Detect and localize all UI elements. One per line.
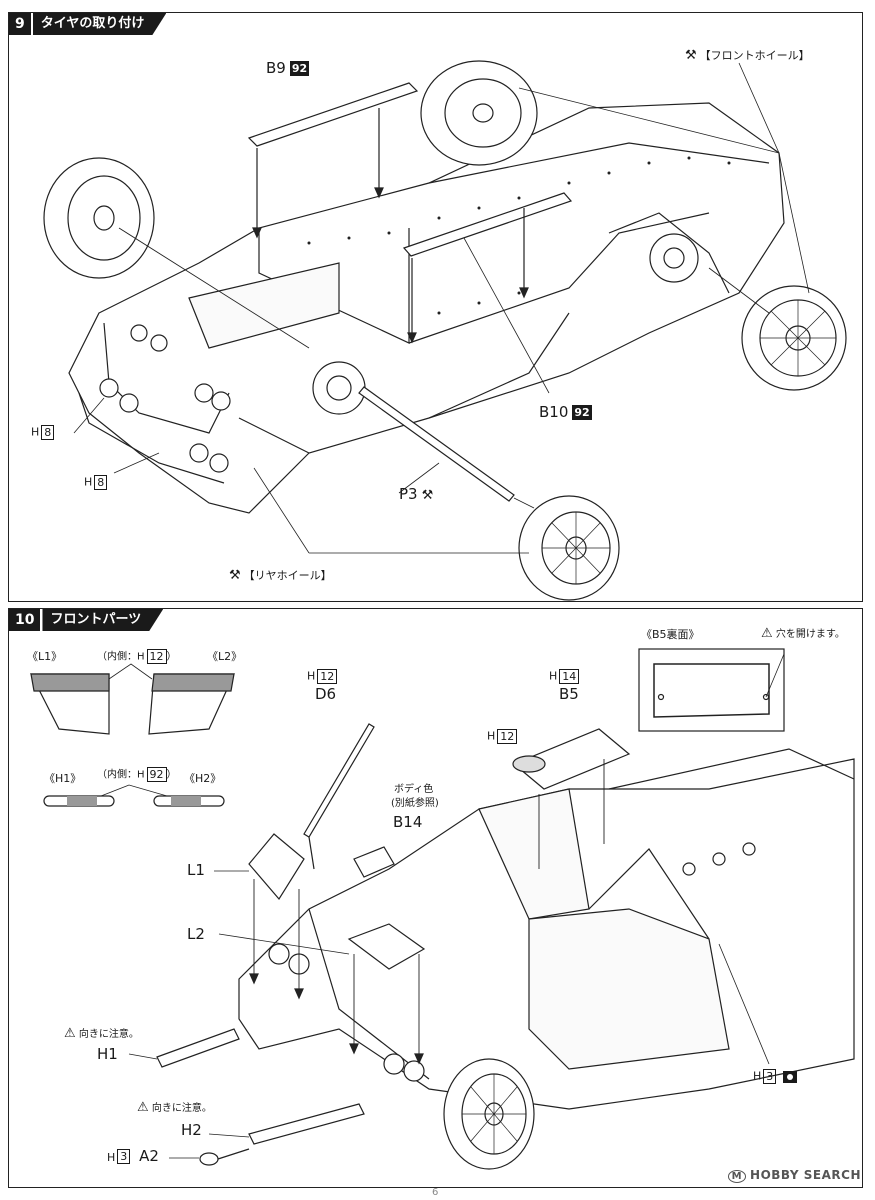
body-color-ref: (別紙参照) [391,798,439,809]
inner-prefix: （内側：H [97,769,145,781]
front-parts-illustration [30,648,855,1170]
part-number-box: 12 [497,729,518,744]
page-number: 6 [432,1187,439,1198]
step-10-header: 10 フロントパーツ [9,609,163,631]
warning-icon: ⚠ [761,626,773,641]
part-a2: A2 [139,1147,159,1165]
part-p3: P3 [399,485,418,503]
part-number-box: 8 [94,475,108,490]
warning-icon: ⚠ [137,1100,149,1115]
tire-mounting-illustration [43,60,847,601]
step-number: 9 [9,13,31,35]
watermark-text: HOBBY SEARCH [750,1168,861,1182]
runner-h: H [31,425,40,439]
runner-h: H [753,1069,762,1083]
h1-view-label: 《H1》 [44,772,82,785]
runner-h: H [487,729,496,743]
part-number-box: 3 [763,1069,777,1084]
step-10-panel: 10 フロントパーツ [8,608,863,1188]
part-h1: H1 [97,1045,118,1063]
step-title: タイヤの取り付け [33,13,167,35]
tool-icon: ⚒ [685,48,697,63]
part-b5: B5 [559,685,579,703]
orient-text: 向きに注意。 [151,1103,212,1114]
part-number-box: 8 [41,425,55,440]
part-number-box: 12 [146,649,167,664]
part-b10: B10 [539,403,569,421]
inner-prefix: （内側：H [97,651,145,663]
decal-icon [782,1070,797,1083]
runner-h: H [307,669,316,683]
tool-icon: ⚒ [229,568,241,583]
front-wheel-label: ⚒【フロントホイール】 [685,49,810,62]
part-h2: H2 [181,1121,202,1139]
part-number-box: 12 [317,669,338,684]
body-color-note: ボディ色 [394,784,434,795]
step-title: フロントパーツ [42,609,163,631]
step-number: 10 [9,609,41,631]
part-number-box: 3 [117,1149,131,1164]
hobby-search-logo-icon: M [727,1170,747,1183]
inner-suffix: ） [166,651,177,663]
front-wheel-text: 【フロントホイール】 [699,49,810,62]
rear-wheel-text: 【リヤホイール】 [243,569,332,582]
runner-h: H [107,1151,116,1164]
l2-view-label: 《L2》 [207,650,243,663]
part-b14: B14 [393,813,423,831]
h2-view-label: 《H2》 [184,772,222,785]
l1-view-label: 《L1》 [27,650,63,663]
step-9-header: 9 タイヤの取り付け [9,13,166,35]
drill-note: ⚠ 穴を開けます。 [761,627,845,640]
runner-h: H [84,475,93,489]
h1-orient-note: ⚠ 向きに注意。 [64,1027,139,1040]
part-b9: B9 [266,59,286,77]
tool-icon: ⚒ [421,488,434,503]
part-number-box: 92 [146,767,167,782]
part-l1: L1 [187,861,205,879]
part-p3-label: P3⚒ [399,485,434,503]
part-number-box: 14 [559,669,580,684]
inner-suffix: ） [166,769,177,781]
warning-icon: ⚠ [64,1026,76,1041]
drill-text: 穴を開けます。 [775,629,845,640]
part-l2: L2 [187,925,205,943]
part-d6: D6 [315,685,337,703]
orient-text: 向きに注意。 [78,1029,139,1040]
step-9-panel: 9 タイヤの取り付け [8,12,863,602]
paint-code: 92 [289,61,310,76]
b5-back-label: 《B5裏面》 [641,628,700,641]
runner-h: H [549,669,558,683]
paint-code: 92 [572,405,592,420]
h2-orient-note: ⚠ 向きに注意。 [137,1101,212,1114]
rear-wheel-label: ⚒【リヤホイール】 [229,569,332,582]
